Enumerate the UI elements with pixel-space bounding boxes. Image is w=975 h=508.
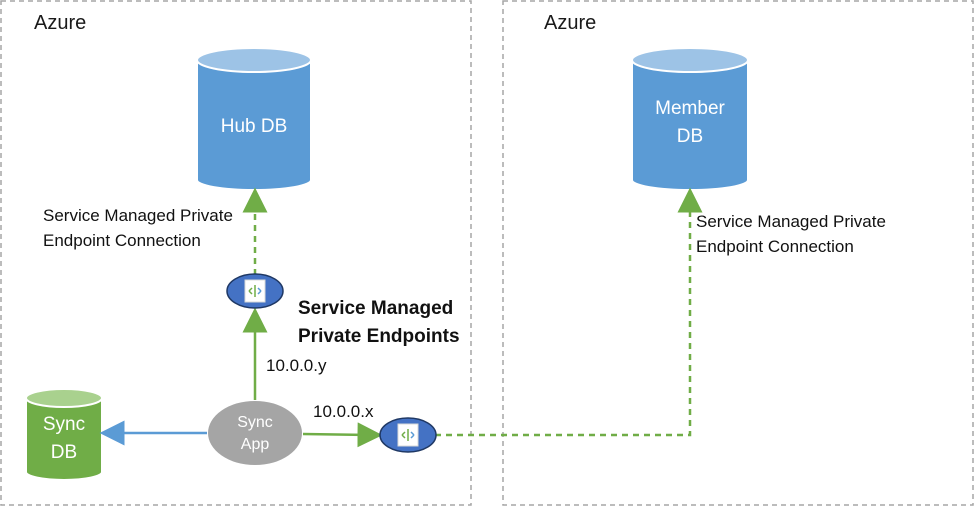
sync-db-cylinder bbox=[25, 388, 103, 481]
endpoints-title-line1: Service Managed bbox=[298, 298, 454, 319]
arrow-app-to-endpoint-x bbox=[302, 422, 383, 448]
ip-label-y: 10.0.0.y bbox=[266, 356, 327, 375]
region-label-left: Azure bbox=[34, 12, 87, 34]
dashed-endpoint-to-member-db bbox=[435, 187, 703, 437]
member-db-cylinder bbox=[631, 47, 749, 191]
sync-app-label-line1: Sync bbox=[237, 414, 273, 431]
hub-db-label: Hub DB bbox=[220, 116, 288, 137]
member-db-label-line1: Member bbox=[655, 98, 725, 119]
ip-label-x: 10.0.0.x bbox=[313, 402, 374, 421]
private-endpoint-icon bbox=[226, 273, 284, 309]
sync-app-label-line2: App bbox=[240, 436, 270, 453]
member-db-label-line2: DB bbox=[676, 126, 704, 147]
private-endpoint-icon bbox=[379, 417, 437, 453]
right-connection-label-line2: Endpoint Connection bbox=[696, 237, 854, 256]
azure-region-right bbox=[502, 0, 974, 506]
sync-db-label-line1: Sync bbox=[42, 414, 86, 435]
azure-region-left bbox=[0, 0, 472, 506]
endpoints-title-line2: Private Endpoints bbox=[298, 326, 460, 347]
left-connection-label-line1: Service Managed Private bbox=[43, 206, 233, 225]
hub-db-cylinder bbox=[196, 47, 312, 191]
right-connection-label-line1: Service Managed Private bbox=[696, 212, 886, 231]
region-label-right: Azure bbox=[544, 12, 597, 34]
left-connection-label-line2: Endpoint Connection bbox=[43, 231, 201, 250]
sync-db-label-line2: DB bbox=[50, 442, 78, 463]
